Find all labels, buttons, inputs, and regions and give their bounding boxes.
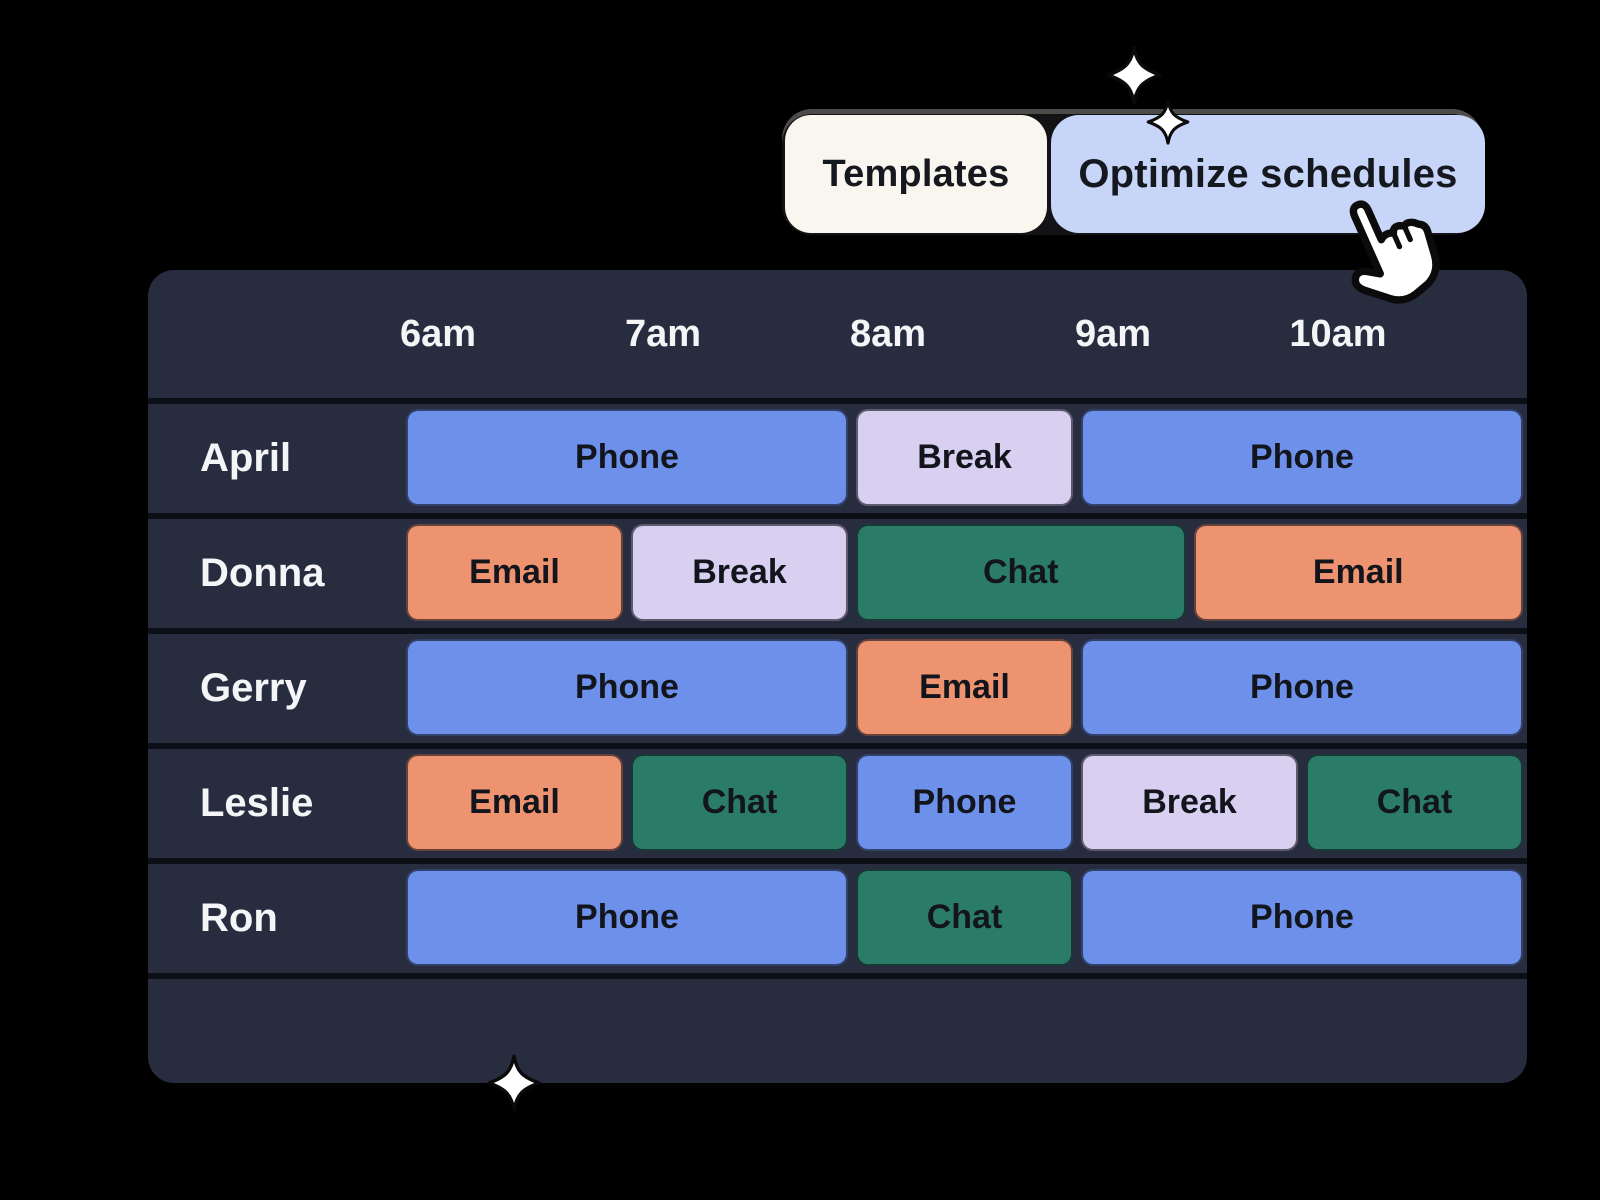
templates-button[interactable]: Templates: [785, 115, 1047, 233]
time-label-10am: 10am: [1289, 312, 1387, 355]
time-label-6am: 6am: [399, 312, 477, 355]
time-label-9am: 9am: [1074, 312, 1152, 355]
schedule-footer-row: [148, 973, 1527, 1083]
agent-name-label: Ron: [200, 896, 278, 940]
shift-block-email[interactable]: Email: [856, 639, 1073, 736]
optimize-schedules-button[interactable]: Optimize schedules: [1051, 115, 1485, 233]
shift-block-phone[interactable]: Phone: [1081, 639, 1523, 736]
agent-name-label: Leslie: [200, 781, 314, 825]
time-label-7am: 7am: [624, 312, 702, 355]
shift-block-phone[interactable]: Phone: [406, 869, 848, 966]
shift-block-phone[interactable]: Phone: [406, 639, 848, 736]
time-label-8am: 8am: [849, 312, 927, 355]
shift-block-chat[interactable]: Chat: [631, 754, 848, 851]
shift-block-email[interactable]: Email: [406, 754, 623, 851]
shift-block-chat[interactable]: Chat: [856, 524, 1186, 621]
sparkle-icon: [1106, 45, 1162, 105]
schedule-header-row: 6am 7am 8am 9am 10am: [148, 270, 1527, 398]
agent-name-label: April: [200, 436, 292, 480]
shift-block-phone[interactable]: Phone: [406, 409, 848, 506]
agent-name-label: Donna: [200, 551, 325, 595]
shift-block-email[interactable]: Email: [1193, 524, 1523, 621]
shift-block-email[interactable]: Email: [406, 524, 623, 621]
shift-block-break[interactable]: Break: [631, 524, 848, 621]
shift-block-chat[interactable]: Chat: [856, 869, 1073, 966]
shift-block-break[interactable]: Break: [856, 409, 1073, 506]
templates-button-label: Templates: [822, 152, 1010, 195]
shift-block-phone[interactable]: Phone: [1081, 409, 1523, 506]
optimize-schedules-button-label: Optimize schedules: [1078, 151, 1458, 196]
agent-name-label: Gerry: [200, 666, 307, 710]
shift-block-phone[interactable]: Phone: [856, 754, 1073, 851]
shift-block-phone[interactable]: Phone: [1081, 869, 1523, 966]
shift-block-break[interactable]: Break: [1081, 754, 1298, 851]
shift-block-chat[interactable]: Chat: [1306, 754, 1523, 851]
